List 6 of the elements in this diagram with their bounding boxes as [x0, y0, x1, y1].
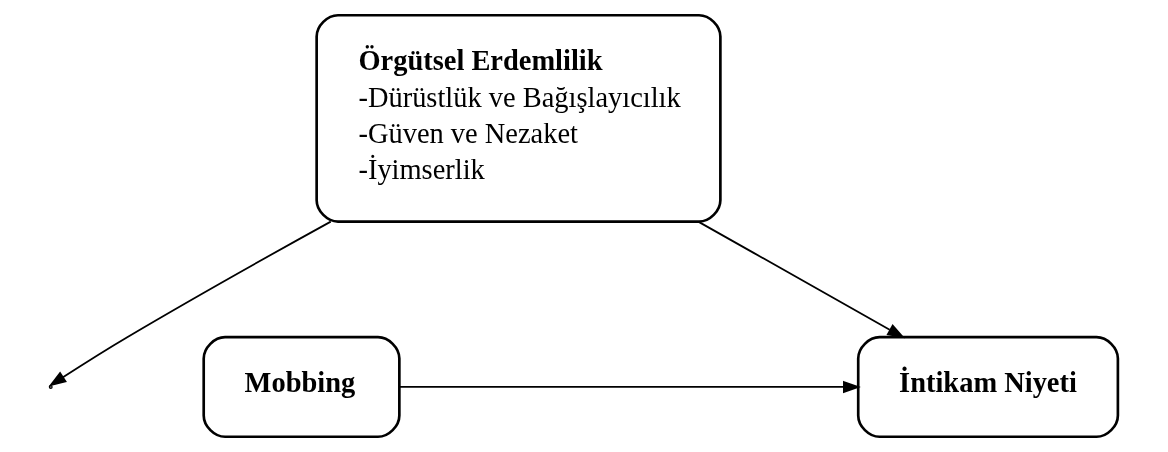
node-box: Mobbing — [202, 335, 401, 439]
node-box: Örgütsel Erdemlilik -Dürüstlük ve Bağışlayıcılık -Güven ve Nezaket -İyimserlik — [315, 13, 722, 223]
node-box: İntikam Niyeti — [856, 335, 1120, 439]
arrow — [697, 221, 905, 339]
arrow — [48, 220, 332, 387]
arrow — [398, 380, 861, 394]
